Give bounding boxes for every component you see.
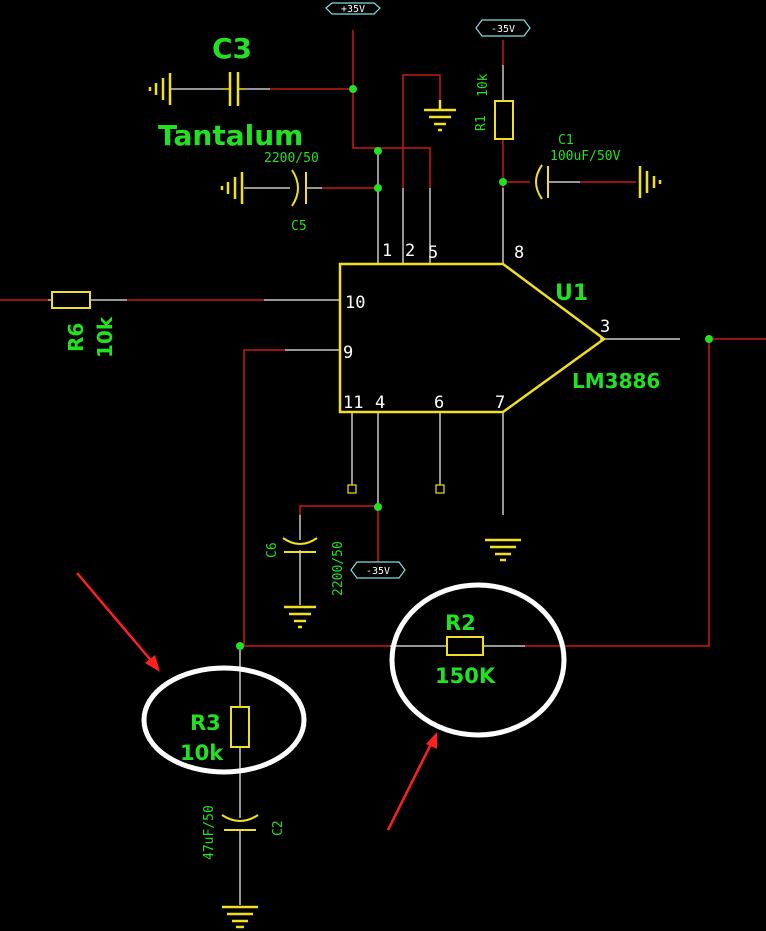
- pin-4: 4: [375, 393, 385, 413]
- ground-symbol-c5: [220, 172, 244, 204]
- u1-ref: U1: [555, 281, 588, 306]
- rail-tag-pos-top: +35V: [325, 2, 381, 15]
- resistor-r2: [446, 636, 484, 656]
- capacitor-c3: [222, 72, 244, 106]
- r3-value: 10k: [180, 741, 224, 765]
- c1-ref: C1: [558, 133, 574, 148]
- c3-ref: C3: [212, 32, 252, 65]
- wires: [0, 30, 766, 647]
- pin-leads: [200, 88, 680, 905]
- highlight-circle-r2: [389, 582, 567, 738]
- rail-pos-top-label: +35V: [341, 4, 365, 15]
- pin-9: 9: [343, 343, 353, 363]
- rail-tag-neg-top: -35V: [475, 19, 531, 37]
- pin-5: 5: [428, 243, 438, 263]
- r1-value: 10k: [476, 73, 491, 97]
- capacitor-c5: [291, 169, 322, 207]
- pin-10: 10: [345, 293, 365, 313]
- pin-6: 6: [434, 393, 444, 413]
- c1-value: 100uF/50V: [550, 149, 621, 164]
- pin-8: 8: [514, 243, 524, 263]
- pin-3: 3: [600, 317, 610, 337]
- c3-note: Tantalum: [158, 119, 303, 152]
- resistor-r1: [494, 100, 514, 140]
- r6-value: 10k: [93, 316, 117, 358]
- rail-tag-neg-bottom: -35V: [350, 561, 406, 579]
- u1-pin-numbers: 1 2 5 8 10 9 3 11 4 6 7: [343, 241, 610, 413]
- ground-symbol-c2: [222, 905, 258, 929]
- opamp-u1-body: [338, 262, 607, 414]
- pin-1: 1: [382, 241, 392, 261]
- pin-11: 11: [343, 393, 363, 413]
- capacitor-c1: [535, 164, 580, 200]
- arrow-to-r3: [76, 572, 160, 672]
- capacitor-c6: [282, 537, 318, 553]
- c2-value: 47uF/50: [202, 805, 217, 860]
- r2-ref: R2: [445, 611, 476, 635]
- r2-value: 150K: [435, 664, 496, 688]
- resistor-r3: [230, 706, 250, 748]
- c2-ref: C2: [271, 820, 286, 836]
- arrow-to-r2: [386, 732, 437, 831]
- pin-2: 2: [405, 241, 415, 261]
- r3-ref: R3: [190, 711, 221, 735]
- ground-symbol-c1: [638, 166, 662, 198]
- resistor-r6: [51, 291, 91, 309]
- no-connect-markers: [347, 484, 445, 494]
- rail-neg-bottom-label: -35V: [366, 566, 390, 577]
- c5-value: 2200/50: [264, 151, 319, 166]
- ground-symbol-u1: [485, 538, 521, 562]
- r1-ref: R1: [474, 115, 489, 131]
- junction-dots: [236, 85, 713, 650]
- highlight-circle-r3: [141, 665, 307, 775]
- c6-value: 2200/50: [331, 541, 346, 596]
- ground-symbol-c6: [284, 605, 316, 629]
- r6-ref: R6: [64, 323, 88, 352]
- capacitor-c2: [221, 814, 259, 831]
- c5-ref: C5: [291, 219, 307, 234]
- u1-part: LM3886: [572, 369, 660, 393]
- c6-ref: C6: [265, 542, 280, 558]
- pin-7: 7: [495, 393, 505, 413]
- ground-symbol-top: [424, 100, 456, 132]
- rail-neg-top-label: -35V: [491, 24, 515, 35]
- ground-symbol-c3: [148, 73, 200, 105]
